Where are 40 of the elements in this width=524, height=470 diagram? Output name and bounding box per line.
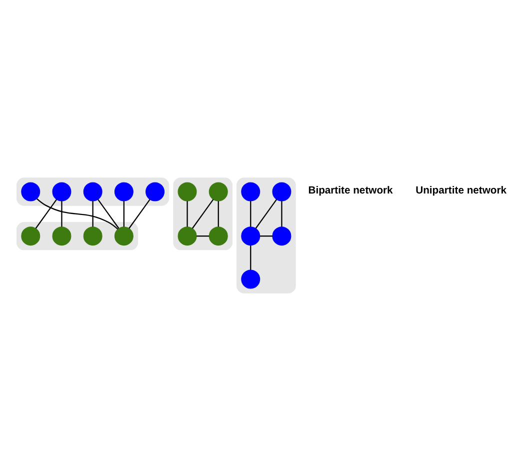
node-circle <box>272 182 292 201</box>
node-circle <box>83 226 102 246</box>
connector <box>250 244 252 270</box>
connector <box>192 198 214 228</box>
connector <box>36 198 118 230</box>
label: Unipartite network <box>416 185 507 196</box>
connector <box>35 198 58 228</box>
connector <box>186 200 188 226</box>
connector <box>218 200 219 226</box>
connector <box>128 198 150 228</box>
node-circle <box>272 226 292 246</box>
connector <box>92 200 94 226</box>
connector <box>123 200 124 226</box>
connector <box>255 198 278 228</box>
node-circle <box>241 182 260 201</box>
node-circle <box>114 226 134 246</box>
connector <box>250 200 252 226</box>
node-circle <box>146 182 165 201</box>
label: Bipartite network <box>308 185 393 196</box>
connector <box>260 235 272 236</box>
node-circle <box>241 226 260 246</box>
connector <box>281 200 282 226</box>
node-circle <box>21 182 40 201</box>
node-circle <box>178 226 197 246</box>
node-circle <box>52 226 72 246</box>
cluster <box>16 221 138 250</box>
connector <box>98 198 120 228</box>
cluster <box>173 177 232 250</box>
node-circle <box>83 182 102 201</box>
node-circle <box>178 182 197 201</box>
node-circle <box>114 182 134 201</box>
node-circle <box>52 182 72 201</box>
cluster <box>16 177 170 206</box>
node-circle <box>241 269 260 288</box>
node-circle <box>208 226 228 246</box>
cluster <box>236 177 296 293</box>
node-circle <box>21 226 40 246</box>
connector <box>196 235 210 236</box>
connector <box>61 200 62 226</box>
node-circle <box>208 182 228 201</box>
